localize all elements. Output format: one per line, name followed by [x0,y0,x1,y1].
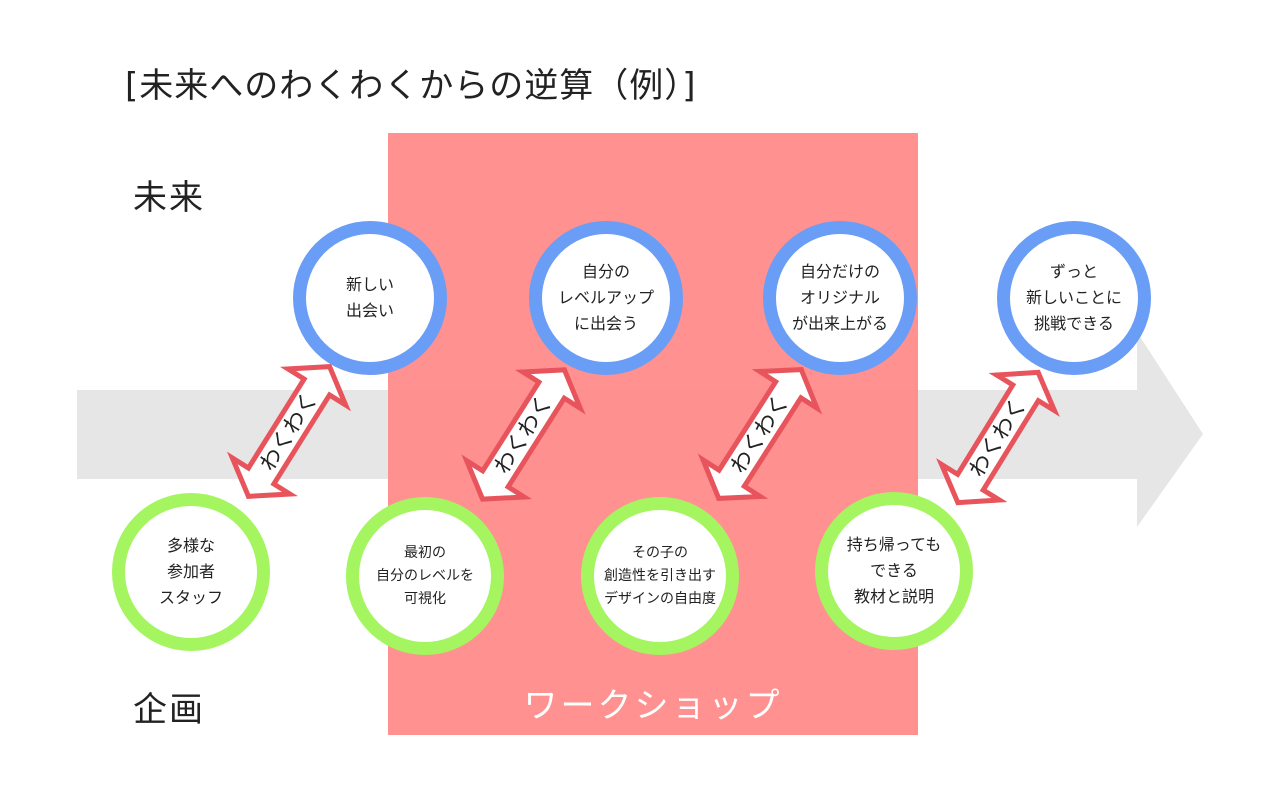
circle-text: が出来上がる [791,314,888,333]
circle-text: その子の [632,544,688,561]
circle-text: 参加者 [166,562,215,581]
future-circle-new-encounters: 新しい 出会い [293,221,447,375]
plan-circle-take-home-materials: 持ち帰っても できる 教材と説明 [815,492,973,650]
circle-text: オリジナル [799,288,880,307]
arrow-shape [226,364,352,499]
circle-text: 挑戦できる [1034,314,1114,333]
arrow-shape [461,367,586,502]
circle-text: 教材と説明 [853,587,934,606]
plan-label: 企画 [133,690,205,730]
circle-text: できる [870,561,918,580]
circle-text: 自分だけの [799,262,880,281]
diagram-title: [未来へのわくわくからの逆算（例）] [125,66,697,106]
future-circle-keep-challenging: ずっと 新しいことに 挑戦できる [997,221,1151,375]
circle-text: に出会う [573,314,638,333]
arrow-shape [936,369,1060,506]
circle-text: ずっと [1049,262,1098,281]
circle-text: レベルアップ [557,288,654,307]
circle-text: 最初の [404,544,446,561]
circle-text: 自分の [581,262,630,281]
circle-text: スタッフ [158,588,223,607]
plan-circle-diverse-staff: 多様な 参加者 スタッフ [112,493,270,651]
future-circle-original-work: 自分だけの オリジナル が出来上がる [763,221,917,375]
plan-circle-visualize-level: 最初の 自分のレベルを 可視化 [346,497,504,655]
circle-text: 新しい [345,275,394,294]
future-label: 未来 [133,178,205,218]
circle-text: 創造性を引き出す [604,567,716,584]
workshop-label: ワークショップ [523,686,783,726]
arrow-shape [697,367,823,501]
circle-text: 自分のレベルを [376,567,474,584]
future-circle-level-up: 自分の レベルアップ に出会う [529,221,683,375]
circle-text: 多様な [166,536,215,555]
circle-text: 持ち帰っても [846,535,942,554]
circle-text: 出会い [345,301,394,320]
circle-text: 新しいことに [1025,288,1122,307]
plan-circle-design-freedom: その子の 創造性を引き出す デザインの自由度 [581,497,739,655]
circle-text: 可視化 [404,590,446,607]
circle-text: デザインの自由度 [604,590,716,607]
